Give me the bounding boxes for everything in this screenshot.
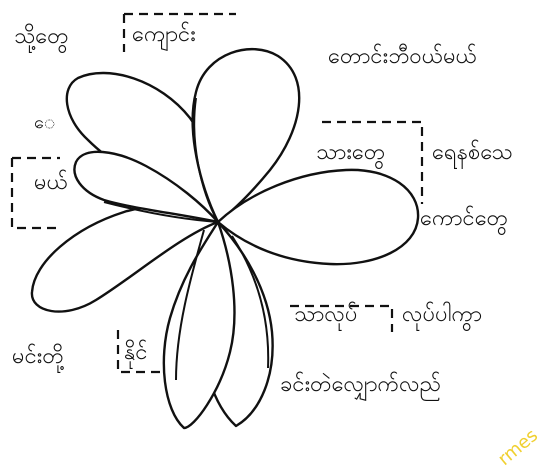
label-top-left: သို့တွေ <box>14 24 69 50</box>
label-bottom-left: မင်းတို့ <box>12 344 64 370</box>
label-right-lower: ကောင်တွေ <box>420 206 508 232</box>
label-left-small: ေ <box>34 110 55 136</box>
label-top-box: ကျောင်း <box>132 22 196 48</box>
label-bottom-mid: ခင်းတဲလျှောက်လည် <box>280 372 441 398</box>
label-top-right: တောင်းဘီဝယ်မယ် <box>328 44 477 70</box>
label-left-box: မယ် <box>34 170 68 196</box>
label-bottom-right-box: သာလုပ် <box>294 302 358 328</box>
label-bottom-right: လုပ်ပါကွာ <box>402 302 482 328</box>
label-right-mid: ရေနစ်သေ <box>432 140 513 166</box>
label-bottom-box: နိုင် <box>124 340 148 366</box>
label-right-box: သားတွေ <box>316 140 385 166</box>
